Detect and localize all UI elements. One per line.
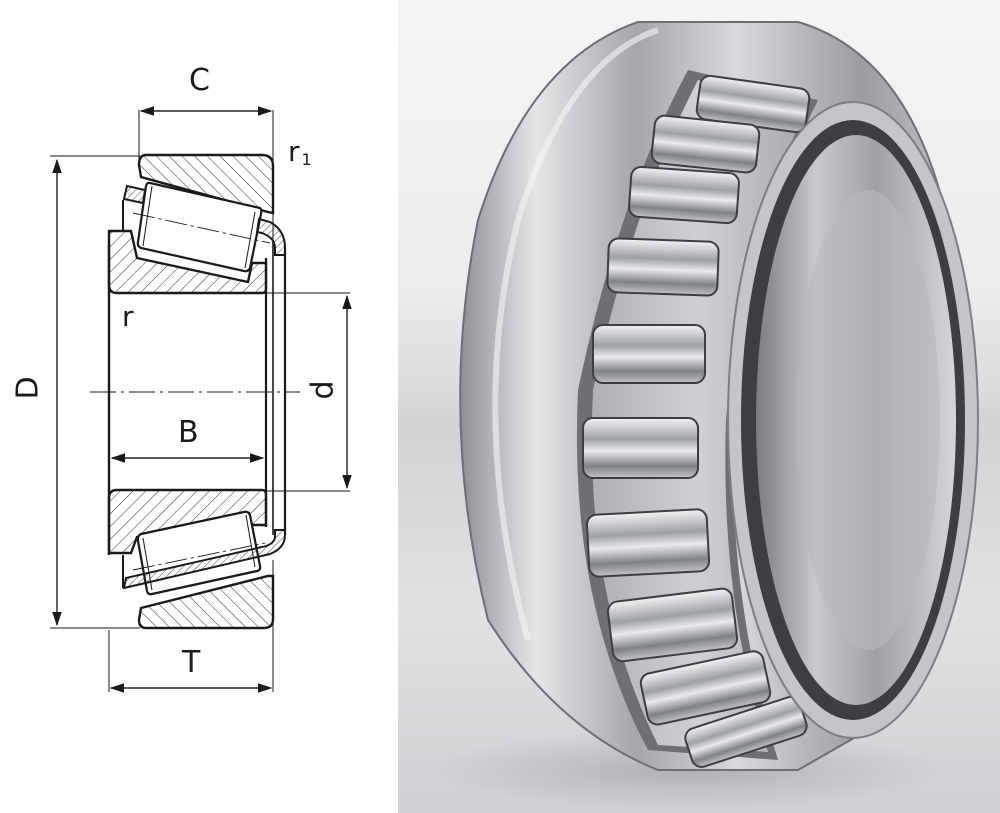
label-r1-main: r	[288, 135, 300, 168]
dimension-d-outer	[50, 155, 140, 629]
label-r: r	[122, 300, 134, 333]
inner-ring-bore	[107, 240, 287, 555]
tapered-rollers	[582, 74, 811, 768]
roller-top	[136, 181, 263, 273]
outer-ring-top	[137, 153, 275, 215]
top-section	[107, 153, 286, 295]
label-d-outer: D	[10, 376, 46, 400]
bearing-photo-illustration	[428, 21, 979, 810]
cage-top	[122, 184, 147, 205]
bearing-photo	[398, 0, 1000, 813]
label-c: C	[189, 63, 210, 98]
label-t: T	[182, 645, 201, 680]
label-r1-subscript: 1	[301, 150, 312, 169]
cage-bottom	[122, 529, 286, 590]
outer-ring-bottom	[137, 574, 275, 630]
dimension-d-bore	[265, 292, 352, 492]
inner-ring-cone	[727, 101, 979, 739]
technical-drawing	[50, 106, 352, 693]
inner-ring-top	[107, 229, 268, 295]
bottom-section	[107, 488, 286, 630]
label-b: B	[178, 415, 199, 450]
cage-top-right	[255, 217, 286, 256]
label-d-bore: d	[305, 380, 341, 400]
